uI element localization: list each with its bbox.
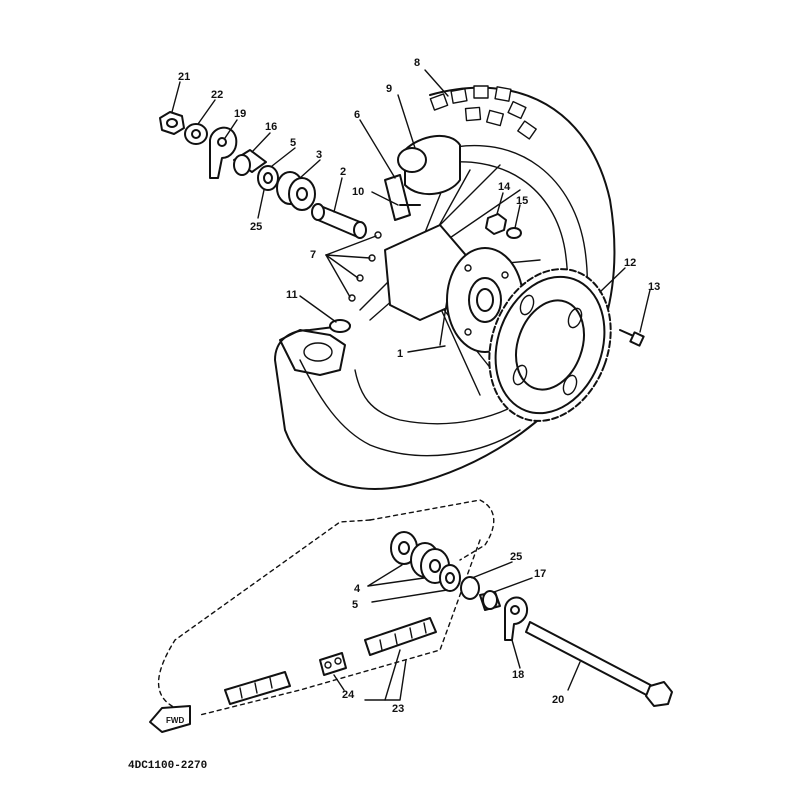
washer-22	[184, 123, 208, 145]
callout-3: 3	[316, 149, 322, 161]
callouts: 21 22 19 16 5 3 2 25 6 9 8 10 7 11 1 14 …	[178, 57, 660, 715]
tire	[274, 85, 616, 490]
callout-19: 19	[234, 108, 246, 120]
callout-14: 14	[498, 181, 511, 193]
callout-5-lower: 5	[352, 599, 358, 611]
callout-1: 1	[397, 348, 403, 360]
callout-21: 21	[178, 71, 190, 83]
chain-puller-19	[209, 126, 238, 179]
rim-lock	[384, 134, 461, 221]
nut-14	[485, 213, 507, 235]
callout-5-upper: 5	[290, 137, 296, 149]
fwd-label: FWD	[166, 716, 184, 725]
callout-24: 24	[342, 689, 355, 701]
chain-puller-18	[504, 596, 529, 641]
sprocket-bolt	[619, 329, 645, 347]
bearing-3-left	[276, 171, 316, 211]
callout-25-lower: 25	[510, 551, 522, 563]
valve-cap	[329, 319, 351, 333]
callout-20: 20	[552, 694, 564, 706]
callout-10: 10	[352, 186, 364, 198]
washer-15	[506, 227, 522, 239]
callout-6: 6	[354, 109, 360, 121]
leader-lines-lower	[333, 561, 581, 701]
leader-lines	[171, 69, 651, 353]
bearing-5-left	[257, 165, 279, 191]
collar-25-right	[460, 576, 480, 600]
callout-17: 17	[534, 568, 546, 580]
callout-22: 22	[211, 89, 223, 101]
callout-23: 23	[392, 703, 404, 715]
collar-16	[233, 149, 267, 176]
callout-12: 12	[624, 257, 636, 269]
callout-15: 15	[516, 195, 528, 207]
oil-seal-5-right	[439, 564, 461, 592]
fwd-arrow: FWD	[149, 705, 191, 733]
callout-25-upper: 25	[250, 221, 262, 233]
axle-20	[525, 621, 673, 707]
callout-7: 7	[310, 249, 316, 261]
part-code: 4DC1100-2270	[128, 760, 207, 772]
collar-17	[479, 590, 501, 611]
master-link-24	[319, 652, 347, 676]
spoke-nipples	[348, 231, 382, 302]
callout-13: 13	[648, 281, 660, 293]
tire-knobs	[429, 85, 537, 140]
spacer-2	[311, 203, 367, 239]
sprocket	[488, 268, 612, 422]
callout-2: 2	[340, 166, 346, 178]
chain-loop	[158, 499, 495, 716]
callout-9: 9	[386, 83, 392, 95]
chain-segment-23	[364, 617, 437, 656]
callout-18: 18	[512, 669, 524, 681]
callout-4: 4	[354, 583, 361, 595]
chain-segment-left	[224, 671, 291, 705]
nut-21	[159, 111, 185, 135]
callout-16: 16	[265, 121, 277, 133]
callout-11: 11	[286, 289, 298, 301]
callout-8: 8	[414, 57, 420, 69]
